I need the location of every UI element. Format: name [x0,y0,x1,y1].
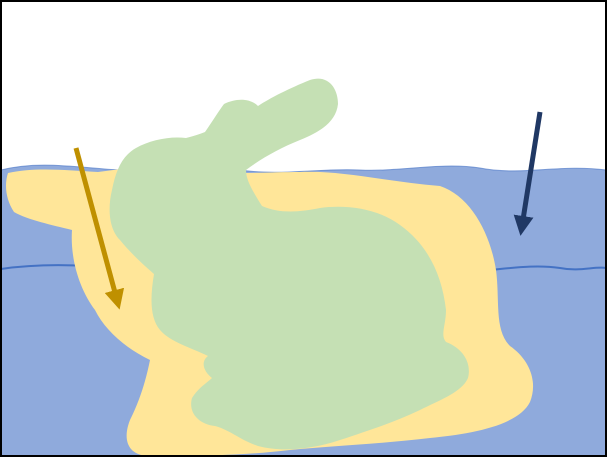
arrow-left [73,147,125,310]
bunny [109,78,469,450]
arrow-right [513,111,543,236]
